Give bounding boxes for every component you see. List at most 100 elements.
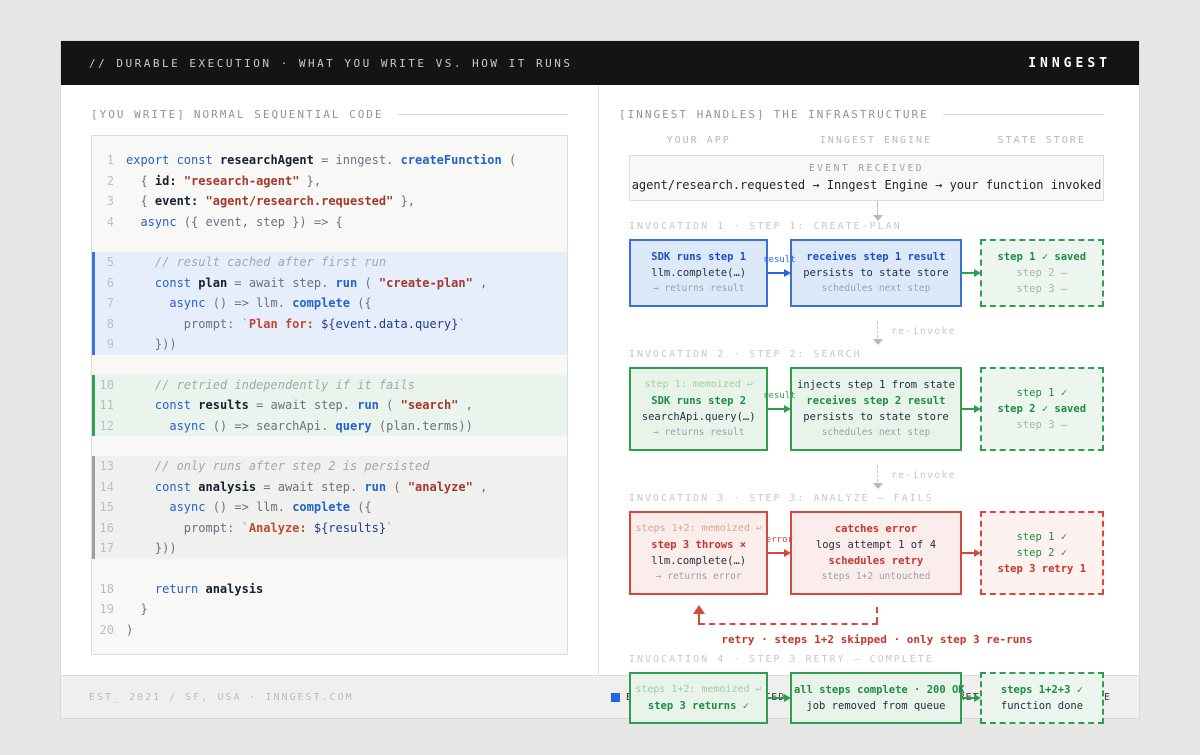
arrow-line <box>960 694 981 702</box>
invocation-label: INVOCATION 3 · STEP 3: ANALYZE — FAILS <box>629 493 934 504</box>
arrow-down-icon <box>873 483 883 489</box>
code-token: }, <box>393 194 416 208</box>
code-token: ({ <box>349 500 372 514</box>
code-line: 9 })) <box>92 334 567 355</box>
code-line: 20) <box>92 620 567 641</box>
code-token: = await step. <box>227 275 336 290</box>
box-line: step 2 ✓ saved <box>997 403 1087 415</box>
event-received-box: EVENT RECEIVED agent/research.requested … <box>629 155 1104 201</box>
retry-loop <box>629 605 1104 633</box>
code-token: () => searchApi. <box>205 418 336 433</box>
code-token: () => llm. <box>205 500 293 514</box>
code-token: } <box>126 602 148 616</box>
arrow-label: result <box>763 255 796 265</box>
reinvoke-line <box>877 465 878 482</box>
code-line: 10 // retried independently if it fails <box>92 374 567 396</box>
code-token: "agent/research.requested" <box>205 194 394 208</box>
code-token: async <box>126 214 177 229</box>
code-token: "analyze" <box>407 479 473 494</box>
code-text: })) <box>126 538 567 559</box>
code-text: prompt: `Plan for: ${event.data.query}` <box>126 314 567 335</box>
box-line: schedules next step <box>821 283 931 294</box>
code-token: // only runs after step 2 is persisted <box>126 459 430 473</box>
code-line: 4 async ({ event, step }) => { <box>92 212 567 233</box>
arrow-up-icon <box>693 605 705 614</box>
arrow-line <box>767 549 792 557</box>
line-number: 1 <box>106 153 114 167</box>
code-text: { id: "research-agent" }, <box>126 171 567 192</box>
infra-panel-tag: [INNGEST HANDLES] <box>619 107 766 121</box>
code-token: complete <box>292 296 350 310</box>
code-token: (plan.terms)) <box>371 418 473 433</box>
code-token: , <box>472 275 488 290</box>
app-box: steps 1+2: memoized ↩step 3 throws ×llm.… <box>629 511 769 595</box>
code-text: async () => searchApi. query (plan.terms… <box>126 416 567 437</box>
code-token: ({ <box>349 296 372 310</box>
arrow-down-icon <box>873 215 883 221</box>
invocation-boxes: steps 1+2: memoized ↩step 3 throws ×llm.… <box>629 511 1104 595</box>
flow-arrow-icon <box>960 511 981 595</box>
code-line: 8 prompt: `Plan for: ${event.data.query}… <box>92 313 567 335</box>
flow-arrow-icon <box>960 367 981 451</box>
arrow-line <box>960 269 981 277</box>
code-token: prompt: <box>126 520 242 535</box>
code-text: // only runs after step 2 is persisted <box>126 456 567 477</box>
column-your-app: YOUR APP <box>666 135 731 146</box>
flow-arrow-icon <box>960 239 981 307</box>
code-gap <box>92 436 567 456</box>
code-token: prompt: <box>126 316 242 331</box>
code-token: results <box>198 398 249 412</box>
box-line: steps 1+2: memoized ↩ <box>635 523 762 534</box>
box-line: schedules retry <box>828 555 924 567</box>
box-line: steps 1+2 untouched <box>821 571 931 582</box>
legend-swatch-icon <box>610 692 620 702</box>
line-number: 19 <box>99 602 114 616</box>
code-token: "create-plan" <box>378 275 473 290</box>
infrastructure-panel: [INNGEST HANDLES] THE INFRASTRUCTURE YOU… <box>599 85 1139 724</box>
code-token: ${results} <box>313 520 387 535</box>
code-line: 11 const results = await step. run ( "se… <box>92 395 567 416</box>
code-token: run <box>364 479 387 494</box>
code-panel-title: [YOU WRITE] NORMAL SEQUENTIAL CODE <box>91 107 568 121</box>
reinvoke-label: re-invoke <box>891 326 956 337</box>
box-line: llm.complete(…) <box>651 267 747 279</box>
code-text: } <box>126 599 567 620</box>
code-text: ) <box>126 620 567 641</box>
code-token: id: <box>154 173 177 188</box>
code-token: createFunction <box>400 153 502 167</box>
code-gap <box>92 232 567 252</box>
box-line: step 3 – <box>1016 419 1068 431</box>
arrow-line <box>767 269 792 277</box>
code-token: async <box>126 418 206 433</box>
code-text: // retried independently if it fails <box>126 375 567 396</box>
store-box: steps 1+2+3 ✓function done <box>979 672 1104 724</box>
flow-arrow-icon: result <box>763 367 796 451</box>
box-line: job removed from queue <box>806 700 946 712</box>
reinvoke-connector: re-invoke <box>629 319 1104 349</box>
code-token: ` <box>241 520 249 535</box>
code-token: ` <box>458 316 466 331</box>
content-area: [YOU WRITE] NORMAL SEQUENTIAL CODE 1 expo… <box>61 85 1139 724</box>
code-token: export const <box>126 153 213 167</box>
column-headers: YOUR APP INNGEST ENGINE STATE STORE <box>629 135 1104 146</box>
flow-diagram: EVENT RECEIVED agent/research.requested … <box>629 155 1104 724</box>
code-token: const <box>126 275 192 290</box>
code-token: Plan for: <box>248 316 322 331</box>
line-number: 17 <box>99 541 114 555</box>
code-token: , <box>458 398 473 412</box>
arrow-label: result <box>763 391 796 401</box>
line-number: 11 <box>99 398 114 412</box>
code-panel: [YOU WRITE] NORMAL SEQUENTIAL CODE 1 expo… <box>61 85 599 675</box>
code-token: { <box>126 173 155 188</box>
box-line: steps 1+2: memoized ↩ <box>635 684 762 695</box>
arrow-line <box>960 405 981 413</box>
box-line: step 3 retry 1 <box>997 563 1087 575</box>
